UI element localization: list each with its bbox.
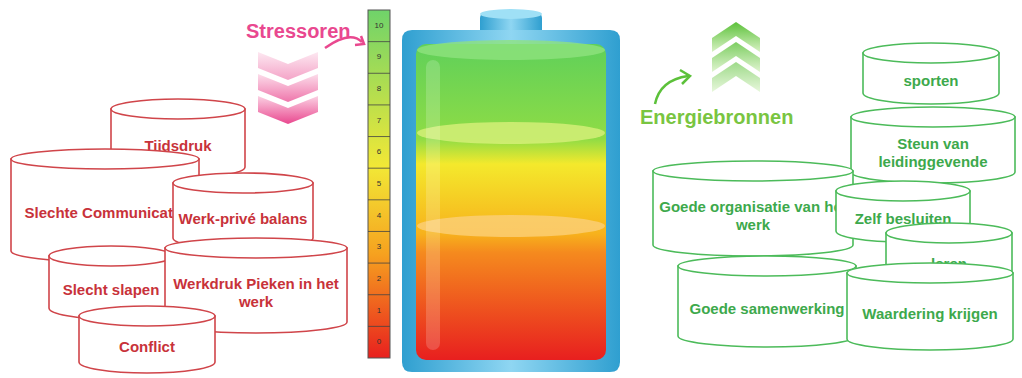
- node-text: Conflict: [119, 338, 175, 356]
- text-holder: Slechte Communicatie: [14, 170, 196, 257]
- scale-number: 8: [368, 84, 390, 93]
- scale-number: 7: [368, 116, 390, 125]
- scale-number: 5: [368, 179, 390, 188]
- scale-tick: [368, 168, 390, 169]
- arrowhead: [680, 70, 690, 84]
- node-text: Waardering krijgen: [862, 305, 997, 323]
- text-holder: sporten: [866, 64, 996, 99]
- scale-number: 10: [368, 21, 390, 30]
- scale-tick: [368, 231, 390, 232]
- node-text: sporten: [903, 72, 958, 90]
- scale-tick: [368, 136, 390, 137]
- scale-tick: [368, 41, 390, 42]
- scale-number: 9: [368, 52, 390, 61]
- energy-arrow: [655, 76, 688, 104]
- scale-number: 1: [368, 306, 390, 315]
- text-holder: Steun van leidinggevende: [854, 128, 1012, 178]
- energy-heading: Energiebronnen: [640, 106, 793, 129]
- scale-tick: [368, 294, 390, 295]
- scale-number: 4: [368, 211, 390, 220]
- text-holder: Goede organisatie van het werk: [656, 182, 850, 251]
- arrowhead: [355, 36, 364, 45]
- stressor-heading: Stressoren: [246, 20, 351, 43]
- node-text: Slecht slapen: [63, 281, 160, 299]
- cylinder-box: Conflict: [78, 305, 216, 373]
- text-holder: Waardering krijgen: [850, 284, 1010, 345]
- node-text: Goede organisatie van het werk: [656, 198, 850, 234]
- cylinder-box: sporten: [862, 42, 1000, 104]
- scale-number: 0: [368, 337, 390, 346]
- cylinder-box: Waardering krijgen: [846, 262, 1014, 350]
- energy-chevrons: [712, 22, 760, 92]
- text-holder: Goede samenwerking: [681, 277, 853, 342]
- node-text: Slechte Communicatie: [25, 204, 186, 222]
- scale-number: 3: [368, 242, 390, 251]
- scale-number: 2: [368, 274, 390, 283]
- cylinder-box: Steun van leidinggevende: [850, 106, 1016, 183]
- node-text: Goede samenwerking: [689, 300, 844, 318]
- battery: [402, 9, 620, 372]
- node-text: Werk-privé balans: [179, 210, 308, 228]
- scale-tick: [368, 326, 390, 327]
- scale-tick: [368, 73, 390, 74]
- scale-tick: [368, 199, 390, 200]
- scale-number: 6: [368, 147, 390, 156]
- text-holder: Werk-privé balans: [176, 194, 310, 244]
- cylinder-box: Goede samenwerking: [677, 255, 857, 347]
- text-holder: Conflict: [82, 327, 212, 368]
- cylinder-box: Goede organisatie van het werk: [652, 160, 854, 256]
- node-text: Werkdruk Pieken in het werk: [168, 275, 344, 311]
- scale-tick: [368, 104, 390, 105]
- stress-chevrons: [258, 52, 318, 124]
- scale-ruler: [368, 10, 390, 358]
- scale-tick: [368, 263, 390, 264]
- node-text: Steun van leidinggevende: [854, 135, 1012, 171]
